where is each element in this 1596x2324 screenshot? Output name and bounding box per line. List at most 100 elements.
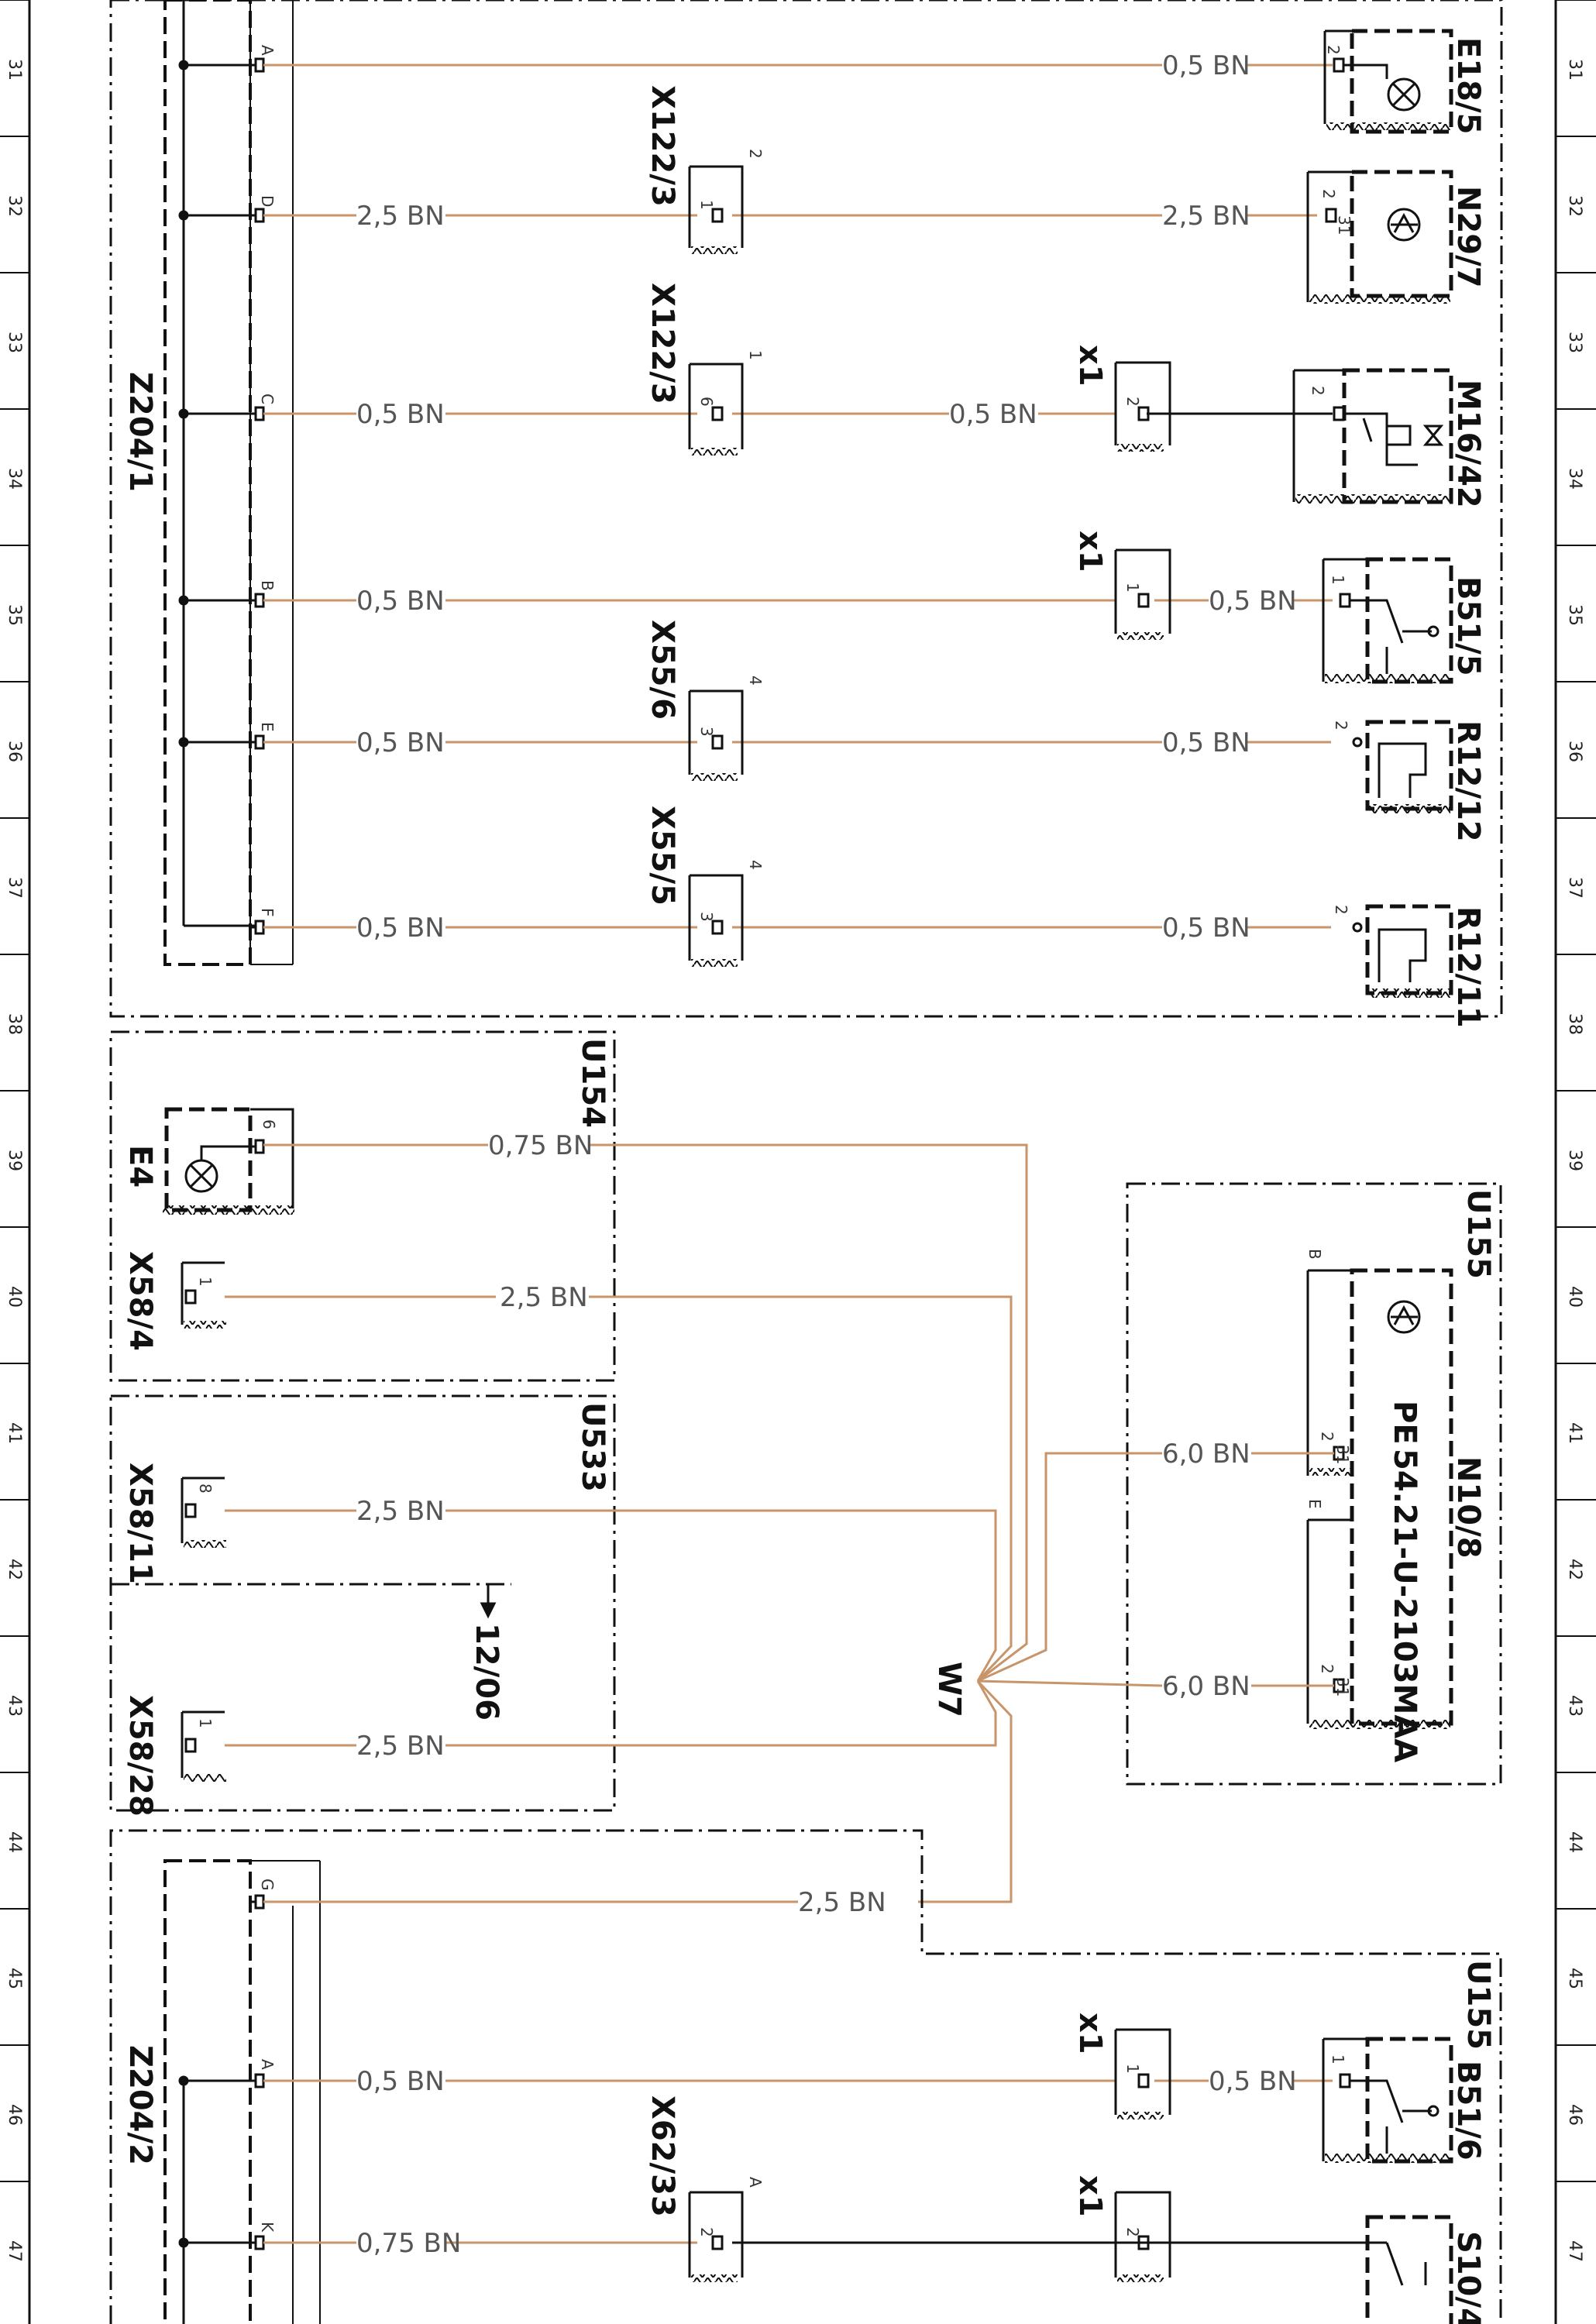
wire-label-43-right: 6,0 BN [1162,1671,1250,1702]
grid-row-label: 44 [1565,1831,1584,1853]
x55-5-pin: 3 [697,912,716,922]
wire-label-35-left: 0,5 BN [356,586,445,617]
x122-3-b-label: X122/3 [645,283,680,404]
u154-frame [109,1030,616,1382]
grid-row-label: 31 [1565,59,1584,81]
splice-connectors-top [178,57,265,935]
x62-33-connector [688,2191,744,2282]
e4-label: E4 [122,1145,158,1188]
inline-connector-x122-3-a [688,165,744,254]
r12-12-sensor [1352,720,1453,813]
w7-label: W7 [931,1662,967,1717]
wire-label-37-left: 0,5 BN [356,913,445,944]
x1-connector-row35 [1114,548,1171,640]
n10-8-pin-b: B [1305,1249,1324,1260]
x1-connector-row34 [1114,361,1171,452]
grid-row-label: 42 [5,1559,24,1580]
x58-4-connector [181,1261,226,1329]
x1-connector-row46 [1114,2028,1171,2119]
x62-33-label: X62/33 [645,2095,680,2217]
x55-6-top: 4 [746,676,765,686]
s10-4-switch [1365,2215,1453,2324]
pin-A-top: A [258,45,277,56]
x1-b-pin: 1 [1123,583,1142,593]
grid-row-label: 38 [5,1013,24,1035]
grid-row-label: 34 [1565,468,1584,490]
x58-11-pin: 8 [196,1483,215,1494]
n29-7-pin31: 31 [1335,215,1354,235]
grid-row-label: 37 [5,877,24,899]
x122-3-a-label: X122/3 [645,85,680,207]
u533-frame [109,1394,616,1812]
wire-label-47: 0,75 BN [356,2228,461,2259]
grid-row-label: 43 [5,1695,24,1717]
z204-1-label: Z204/1 [122,372,158,492]
ref-12-06[interactable]: 12/06 [469,1623,504,1721]
grid-row-label: 37 [1565,877,1584,899]
x58-4-label: X58/4 [122,1251,158,1351]
x122-3-b-pin: 6 [697,397,716,407]
x55-5-label: X55/5 [645,806,680,906]
u154-label: U154 [575,1038,611,1128]
wire-label-35-right: 0,5 BN [1209,586,1297,617]
x58-28-connector [181,1710,226,1782]
grid-row-label: 46 [1565,2104,1584,2126]
x62-33-pin: 2 [697,2227,716,2237]
b51-5-pin: 1 [1329,575,1347,585]
grid-row-label: 43 [1565,1695,1584,1717]
grid-row-label: 35 [1565,604,1584,626]
grid-row-label: 38 [1565,1013,1584,1035]
wire-label-40: 2,5 BN [500,1282,588,1313]
n29-7-label: N29/7 [1450,186,1486,288]
wire-label-41: 6,0 BN [1162,1439,1250,1470]
r12-12-label: R12/12 [1450,720,1486,842]
z204-1-splice: Z204/1 [122,0,294,966]
n29-7-pin: 2 [1319,189,1338,199]
x58-28-label: X58/28 [122,1695,158,1817]
grid-row-label: 41 [5,1422,24,1444]
grid-row-label: 34 [5,468,24,490]
grid-row-label: 33 [1565,332,1584,353]
wire-label-32-left: 2,5 BN [356,201,445,232]
wire-label-42: 2,5 BN [356,1496,445,1527]
grid-row-label: 36 [1565,741,1584,762]
b51-6-pin: 1 [1329,2054,1347,2064]
pin-E-top: E [258,722,277,732]
grid-row-label: 32 [1565,195,1584,217]
x1-b-label: x1 [1072,531,1108,572]
x122-3-a-top: 2 [746,149,765,159]
grid-row-label: 39 [1565,1150,1584,1171]
r12-11-pin: 2 [1332,905,1350,915]
b51-6-label: B51/6 [1450,2061,1486,2161]
ref-arrow [480,1584,497,1619]
x58-11-label: X58/11 [122,1463,158,1584]
n10-8-module [1306,1268,1453,1729]
wires-top [263,64,1333,929]
e4-lamp [163,1107,294,1215]
grid-row-label: 40 [1565,1286,1584,1308]
grid-row-label: 47 [1565,2240,1584,2262]
e18-5-label: E18/5 [1450,37,1486,134]
w7-harness-wires [225,1143,1334,1903]
wire-label-34-left: 0,5 BN [356,399,445,430]
wire-label-44: 2,5 BN [798,1887,886,1918]
n10-8-label: N10/8 [1450,1456,1486,1559]
grid-row-label: 41 [1565,1422,1584,1444]
grid-row-label: 46 [5,2104,24,2126]
pe-label: PE [1387,1401,1422,1445]
n10-8-pin2b: 2 [1318,1664,1336,1674]
x58-4-pin: 1 [196,1277,215,1287]
r12-12-pin: 2 [1332,720,1350,731]
z204-2-splice: Z204/2 [122,1859,321,2324]
x58-11-connector [181,1477,226,1548]
pin-F-top: F [258,908,277,917]
e18-5-lamp [1323,29,1453,134]
wires-bottom [263,1900,1333,2244]
x55-6-label: X55/6 [645,620,680,720]
grid-row-label: 40 [5,1286,24,1308]
inline-connector-x122-3-b [688,363,744,456]
x62-33-top: A [746,2177,765,2188]
n10-8-pin2a: 2 [1318,1432,1336,1442]
